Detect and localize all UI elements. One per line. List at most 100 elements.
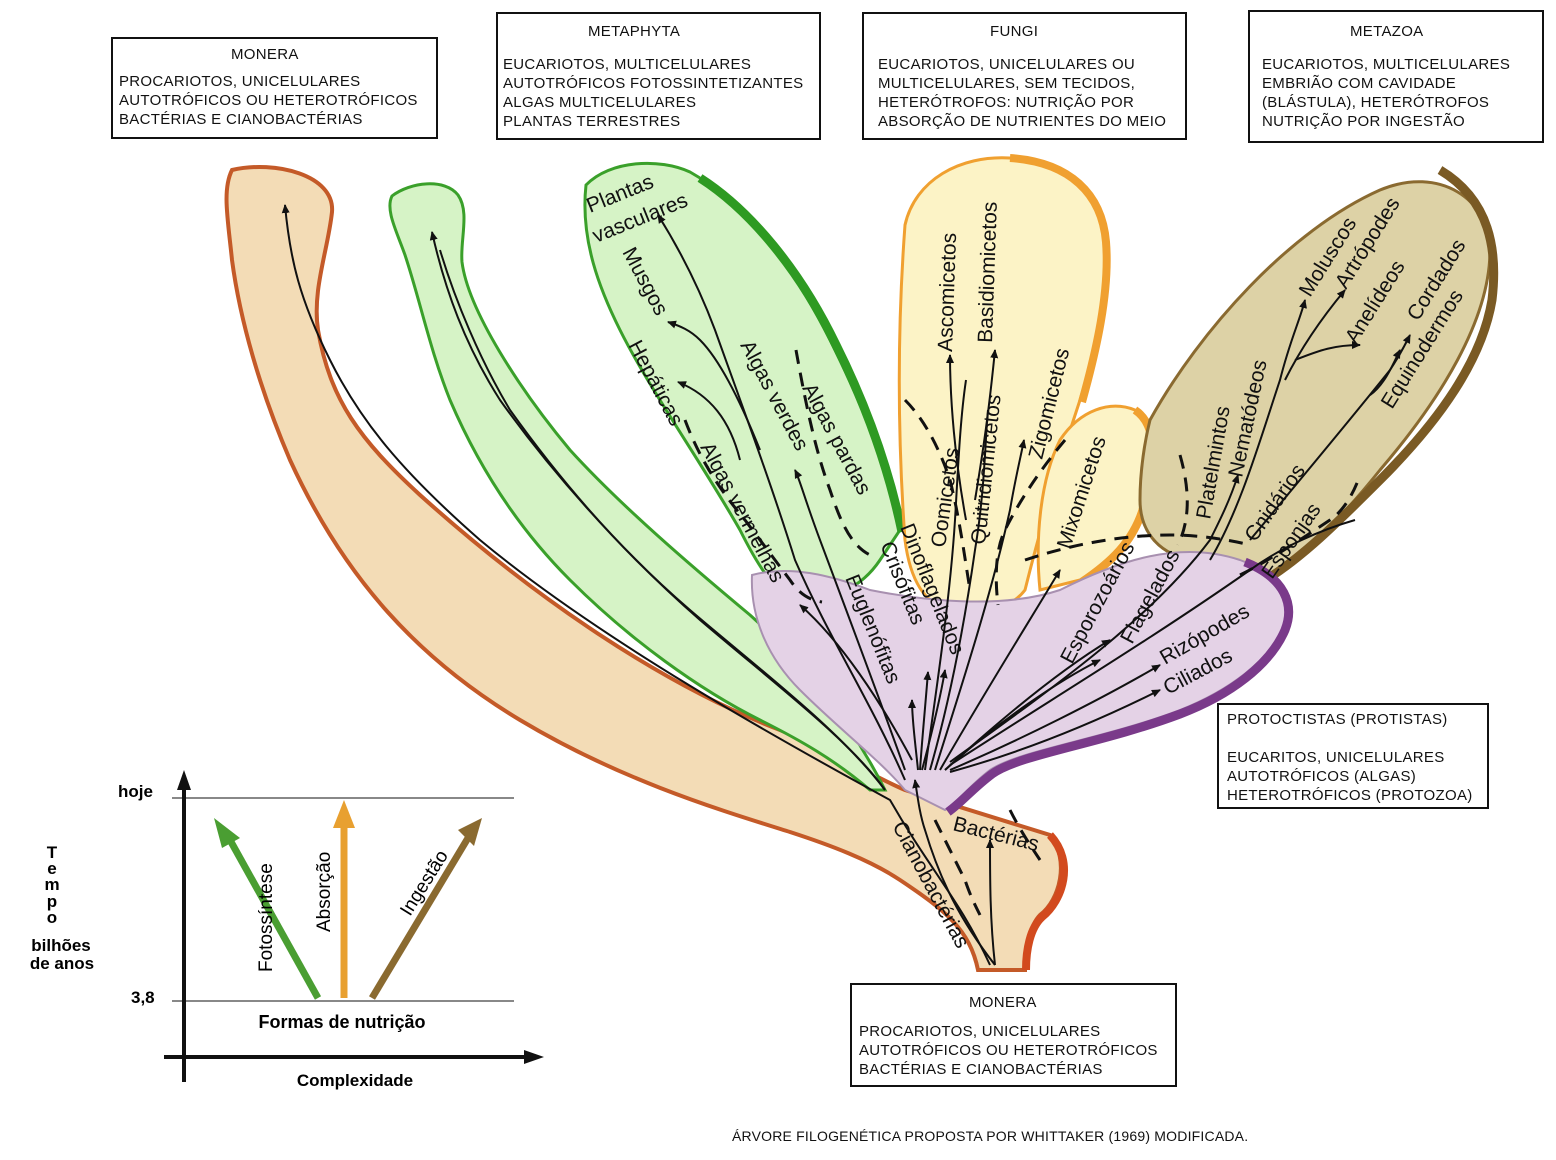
box-line: EMBRIÃO COM CAVIDADE (1262, 75, 1457, 92)
lineage-cordados (1249, 334, 1411, 541)
box-line: MULTICELULARES, SEM TECIDOS, (878, 75, 1136, 92)
dashed-boundary (994, 439, 1067, 606)
lineage-plantas-vasculares (657, 214, 906, 781)
lineage-crisofitas (921, 669, 948, 771)
dashed-boundary (1024, 533, 1251, 562)
lineage-equinodermos (1369, 349, 1401, 396)
lineage-monera-main (281, 204, 991, 966)
metazoa-brown-edge (1259, 166, 1499, 586)
box-line: EUCARITOS, UNICELULARES (1227, 749, 1445, 766)
lineage-euglenofitas (908, 699, 919, 771)
y-axis-unit-1: bilhões (31, 936, 91, 955)
box-line: ABSORÇÃO DE NUTRIENTES DO MEIO (878, 113, 1167, 130)
dashed-boundary (1176, 454, 1189, 546)
box-line: BACTÉRIAS E CIANOBACTÉRIAS (859, 1061, 1103, 1078)
lineage-green-algae-2 (439, 249, 886, 791)
y-axis-arrowhead (177, 770, 191, 790)
metazoa-branch (1138, 180, 1492, 582)
lineage-platelmintos (949, 474, 1240, 763)
lineage-zigomicetos (934, 439, 1027, 771)
box-line: AUTOTRÓFICOS OU HETEROTRÓFICOS (119, 92, 418, 109)
protoctistas-title: PROTOCTISTAS (PROTISTAS) (1227, 711, 1448, 728)
lineage-algas-vermelhas (799, 604, 913, 761)
label-ascomicetos: Ascomicetos (934, 232, 961, 352)
lineage-mixomicetos (939, 569, 1061, 771)
lineage-hepaticas (677, 381, 741, 461)
y-title-letter: T (47, 843, 58, 862)
box-line: EUCARIOTOS, MULTICELULARES (503, 56, 752, 73)
box-line: AUTOTRÓFICOS FOTOSSINTETIZANTES (503, 75, 804, 92)
box-line: PLANTAS TERRESTRES (503, 113, 681, 130)
monera-bottom-box: MONERA PROCARIOTOS, UNICELULARES AUTOTRÓ… (850, 983, 1177, 1087)
lineage-cnidarios (1209, 299, 1307, 561)
fotossintese-arrowhead (214, 818, 240, 848)
monera-top-title: MONERA (231, 46, 299, 63)
metaphyta-dark-edge (697, 174, 907, 533)
monera-top-box: MONERA PROCARIOTOS, UNICELULARES AUTOTRÓ… (111, 37, 438, 139)
lineage-oomicetos (924, 379, 967, 771)
lineage-dinoflagelados (919, 671, 932, 771)
dashed-boundary (903, 398, 972, 591)
box-line: EUCARIOTOS, MULTICELULARES (1262, 56, 1511, 73)
box-line: PROCARIOTOS, UNICELULARES (119, 73, 361, 90)
lineage-bacterias-2 (912, 779, 996, 966)
y-title-letter: m (44, 875, 59, 894)
monera-bottom-title: MONERA (969, 994, 1037, 1011)
x-axis-title: Complexidade (297, 1071, 413, 1090)
y-title-letter: o (47, 908, 57, 927)
box-line: (BLÁSTULA), HETERÓTROFOS (1262, 94, 1490, 111)
lineage-anelideos (1294, 341, 1361, 361)
lineage-bacterias (986, 839, 996, 966)
lineage-rizopodes (949, 664, 1161, 771)
dashed-boundaries (683, 349, 1362, 916)
dashed-boundary (683, 419, 823, 604)
protoctista-purple-edge (945, 557, 1294, 816)
figure-caption: ÁRVORE FILOGENÉTICA PROPOSTA POR WHITTAK… (732, 1128, 1249, 1144)
metaphyta-box: METAPHYTA EUCARIOTOS, MULTICELULARES AUT… (496, 12, 821, 140)
box-line: EUCARIOTOS, UNICELULARES OU (878, 56, 1136, 73)
dashed-boundary (1008, 809, 1042, 861)
lineage-ciliados (949, 689, 1161, 773)
fotossintese-arrow (226, 838, 322, 1000)
y-title-letter: e (47, 859, 56, 878)
metaphyta-title: METAPHYTA (588, 23, 681, 40)
box-line: BACTÉRIAS E CIANOBACTÉRIAS (119, 111, 363, 128)
protoctistas-box: PROTOCTISTAS (PROTISTAS) EUCARITOS, UNIC… (1217, 703, 1489, 809)
lineage-esponjas (949, 519, 1356, 766)
box-line: AUTOTRÓFICOS (ALGAS) (1227, 768, 1417, 785)
lineage-lines (281, 204, 1411, 966)
metazoa-title: METAZOA (1350, 23, 1424, 40)
box-line: NUTRIÇÃO POR INGESTÃO (1262, 113, 1465, 130)
monera-base-red-edge (1022, 832, 1068, 971)
box-line: ALGAS MULTICELULARES (503, 94, 697, 111)
dashed-boundary (1239, 474, 1362, 577)
y-bottom-label: 3,8 (131, 988, 155, 1007)
box-line: HETEROTRÓFICOS (PROTOZOA) (1227, 787, 1473, 804)
dashed-boundary (794, 349, 871, 557)
box-line: HETERÓTROFOS: NUTRIÇÃO POR (878, 94, 1135, 111)
ingestao-arrow (368, 836, 472, 1000)
metazoa-box: METAZOA EUCARIOTOS, MULTICELULARES EMBRI… (1248, 10, 1544, 143)
box-line: AUTOTRÓFICOS OU HETEROTRÓFICOS (859, 1042, 1158, 1059)
box-line: PROCARIOTOS, UNICELULARES (859, 1023, 1101, 1040)
x-axis-arrowhead (524, 1050, 544, 1064)
fungi-orange-edge (1009, 154, 1111, 404)
fungi-box: FUNGI EUCARIOTOS, UNICELULARES OU MULTIC… (862, 12, 1187, 140)
lineage-ascomicetos (946, 354, 967, 521)
lineage-quitridiomicetos (929, 409, 989, 771)
fotossintese-label: Fotossíntese (256, 863, 277, 972)
nutrition-base-label: Formas de nutrição (258, 1012, 425, 1032)
lineage-algas-verdes (794, 469, 906, 771)
absorcao-arrowhead (333, 800, 355, 828)
ingestao-arrowhead (458, 818, 482, 846)
absorcao-label: Absorção (314, 852, 335, 932)
y-top-label: hoje (118, 782, 153, 801)
dashed-boundary (933, 819, 982, 916)
lineage-musgos (667, 320, 761, 451)
y-title-letter: p (47, 892, 57, 911)
y-axis-unit-2: de anos (30, 954, 94, 973)
label-basidiomicetos: Basidiomicetos (974, 201, 1002, 343)
lineage-moluscos (1284, 289, 1346, 381)
nutrition-legend-chart: hoje 3,8 T e m p o bilhões de anos Compl… (30, 770, 544, 1090)
